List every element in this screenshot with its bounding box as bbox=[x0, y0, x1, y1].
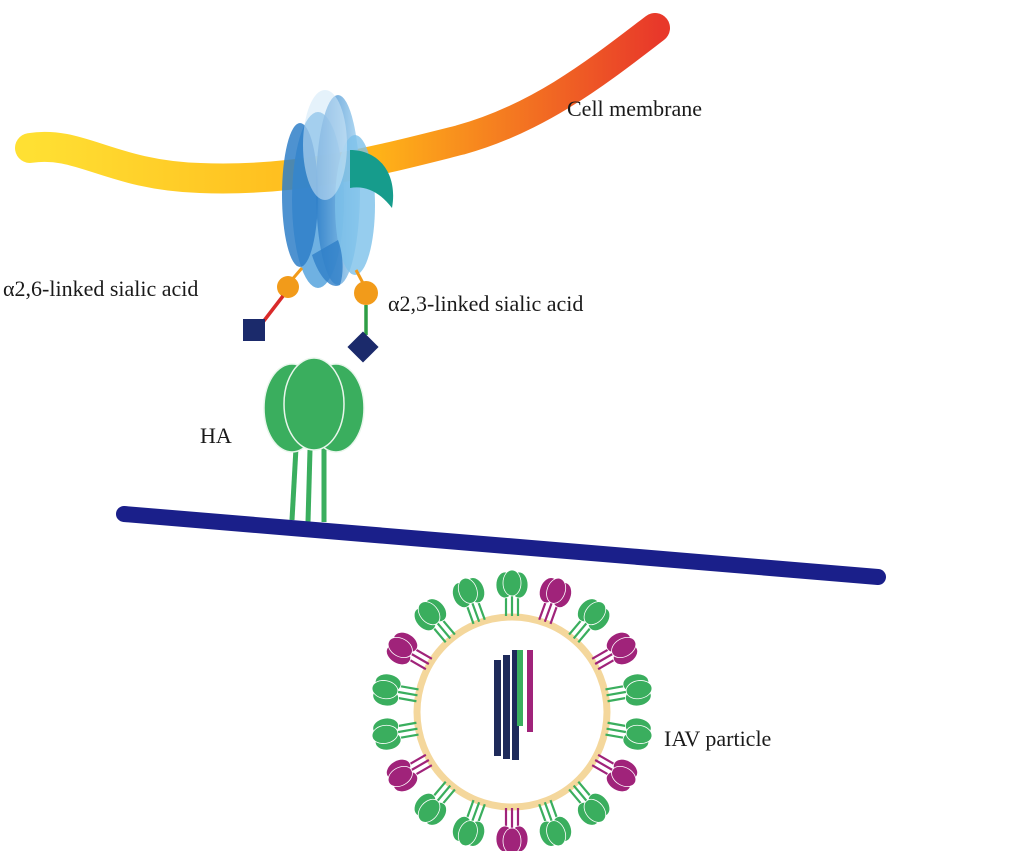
ha-spike-icon bbox=[371, 717, 419, 751]
receptor-teal-domain bbox=[350, 150, 394, 208]
ha-spike-icon bbox=[452, 577, 486, 625]
neuraminidase-icon bbox=[385, 753, 433, 793]
a23-sialic-acid-icon bbox=[347, 269, 379, 363]
cell-membrane-label: Cell membrane bbox=[567, 96, 702, 121]
receptor-glycoprotein-icon bbox=[282, 90, 394, 288]
spike-ring bbox=[371, 569, 653, 851]
viral-rna-icon bbox=[494, 650, 533, 760]
ha-spike-icon bbox=[495, 569, 529, 616]
neuraminidase-icon bbox=[538, 577, 572, 625]
ha-spike-icon bbox=[568, 598, 611, 644]
ha-spike-icon bbox=[371, 673, 419, 707]
neuraminidase-icon bbox=[385, 631, 433, 671]
neuraminidase-icon bbox=[591, 631, 639, 671]
ha-trimer-icon bbox=[263, 357, 365, 523]
viral-envelope bbox=[413, 613, 611, 811]
neuraminidase-icon bbox=[591, 753, 639, 793]
ha-spike-icon bbox=[605, 717, 653, 751]
a23-sialic-acid-label: α2,3-linked sialic acid bbox=[388, 291, 583, 316]
iav-particle bbox=[371, 569, 653, 851]
ha-label: HA bbox=[200, 423, 232, 448]
ha-spike-icon bbox=[605, 673, 653, 707]
ha-spike-icon bbox=[413, 598, 456, 644]
iav-particle-label: IAV particle bbox=[664, 726, 771, 751]
ha-spike-icon bbox=[452, 799, 486, 847]
a26-sialic-acid-label: α2,6-linked sialic acid bbox=[3, 276, 198, 301]
ha-spike-icon bbox=[568, 780, 611, 826]
neuraminidase-icon bbox=[495, 808, 529, 851]
a26-sialic-acid-icon bbox=[243, 267, 304, 341]
ha-spike-icon bbox=[538, 799, 572, 847]
viral-membrane bbox=[116, 506, 886, 585]
ha-spike-icon bbox=[413, 780, 456, 826]
